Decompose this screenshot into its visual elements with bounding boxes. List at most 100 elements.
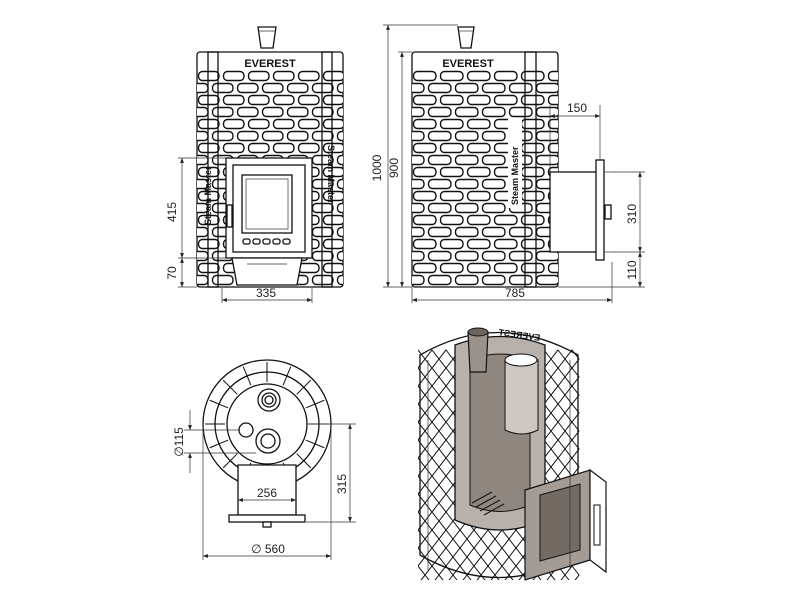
stone-block xyxy=(454,274,479,286)
cage-lattice-cell xyxy=(418,493,426,513)
stone-block xyxy=(439,166,464,178)
stone-block xyxy=(261,130,284,142)
stone-block xyxy=(322,118,343,130)
front-left-post xyxy=(207,51,219,288)
stone-block xyxy=(493,238,518,250)
cage-lattice-cell xyxy=(418,439,426,459)
ring-slot xyxy=(282,366,292,386)
side-view: EVEREST Steam Master 1000 900 150 310 11… xyxy=(370,24,645,303)
cage-lattice-cell xyxy=(418,475,426,495)
front-base xyxy=(231,257,303,286)
section-steam-tank xyxy=(504,355,539,435)
stone-block xyxy=(297,94,320,106)
stone-block xyxy=(336,154,343,166)
top-dim-diameter: ∅ 560 xyxy=(251,542,285,556)
stone-block xyxy=(466,238,491,250)
ring-slot xyxy=(222,379,238,395)
stone-block xyxy=(412,82,425,94)
stone-block xyxy=(311,130,334,142)
stone-block xyxy=(336,82,343,94)
side-dim-tunnel-height: 310 xyxy=(625,204,639,224)
stone-block xyxy=(454,250,479,262)
ring-slot xyxy=(305,399,325,409)
stone-block xyxy=(247,94,270,106)
stone-block xyxy=(454,130,479,142)
stone-block xyxy=(520,214,545,226)
front-right-post xyxy=(321,51,333,288)
cage-lattice-cell xyxy=(418,529,426,549)
stone-block xyxy=(535,130,558,142)
stone-block xyxy=(535,82,558,94)
stone-block xyxy=(197,118,220,130)
stone-block xyxy=(508,274,533,286)
top-view: ∅115 256 315 ∅ 560 xyxy=(172,359,356,560)
stone-block xyxy=(272,94,295,106)
top-dim-flue-diameter: ∅115 xyxy=(172,427,186,457)
stone-block xyxy=(412,190,437,202)
stone-block xyxy=(412,238,437,250)
side-dim-length-total: 785 xyxy=(505,286,525,300)
cage-lattice-cell xyxy=(418,421,426,441)
side-dim-height-body: 900 xyxy=(387,158,401,178)
stone-block xyxy=(547,118,558,130)
stone-block xyxy=(311,82,334,94)
door-handle xyxy=(226,204,233,228)
cage-lattice-cell xyxy=(418,403,426,423)
side-dim-tunnel-depth: 150 xyxy=(567,101,587,115)
stone-block xyxy=(454,202,479,214)
stone-block xyxy=(547,142,558,154)
stone-block xyxy=(508,226,533,238)
stone-block xyxy=(454,106,479,118)
stone-block xyxy=(439,70,464,82)
stone-block xyxy=(427,274,452,286)
stone-block xyxy=(547,262,558,274)
stone-block xyxy=(454,226,479,238)
stone-block xyxy=(416,286,434,287)
stone-block xyxy=(322,94,343,106)
stone-block xyxy=(412,214,437,226)
stone-block xyxy=(197,274,209,286)
stone-block xyxy=(276,286,292,287)
stone-block xyxy=(197,154,209,166)
stone-block xyxy=(427,178,452,190)
side-dim-tunnel-bottom: 110 xyxy=(625,260,639,279)
top-small-opening xyxy=(238,422,254,438)
side-brand-label: EVEREST xyxy=(442,58,494,70)
stone-block xyxy=(481,154,506,166)
cage-lattice-cell xyxy=(508,565,524,580)
cage-lattice-cell xyxy=(418,457,426,477)
stone-block xyxy=(427,82,452,94)
stone-block xyxy=(197,226,209,238)
stone-block xyxy=(412,70,437,82)
stone-block xyxy=(466,70,491,82)
stone-block xyxy=(286,130,309,142)
stone-block xyxy=(197,142,220,154)
cage-lattice-cell xyxy=(418,565,426,580)
stone-block xyxy=(272,142,295,154)
stone-block xyxy=(222,142,245,154)
stone-block xyxy=(197,82,209,94)
stone-block xyxy=(412,226,425,238)
front-brand-label: EVEREST xyxy=(244,58,296,70)
cage-lattice-cell xyxy=(424,565,440,580)
ring-slot xyxy=(209,399,229,409)
stone-block xyxy=(197,70,220,82)
front-model-label-right: Steam Master xyxy=(326,145,336,204)
stone-block xyxy=(427,250,452,262)
stone-block xyxy=(493,70,518,82)
stone-block xyxy=(272,118,295,130)
ring-slot xyxy=(305,439,325,449)
stone-block xyxy=(412,106,425,118)
stone-block xyxy=(412,202,425,214)
stone-block xyxy=(197,130,209,142)
front-dim-width: 335 xyxy=(256,286,276,300)
stone-block xyxy=(336,250,343,262)
stone-block xyxy=(547,70,558,82)
stone-block xyxy=(493,94,518,106)
stone-block xyxy=(272,70,295,82)
stone-block xyxy=(311,106,334,118)
cage-lattice-cell xyxy=(418,547,426,567)
stone-block xyxy=(439,214,464,226)
stone-block xyxy=(247,118,270,130)
stone-block xyxy=(466,262,491,274)
